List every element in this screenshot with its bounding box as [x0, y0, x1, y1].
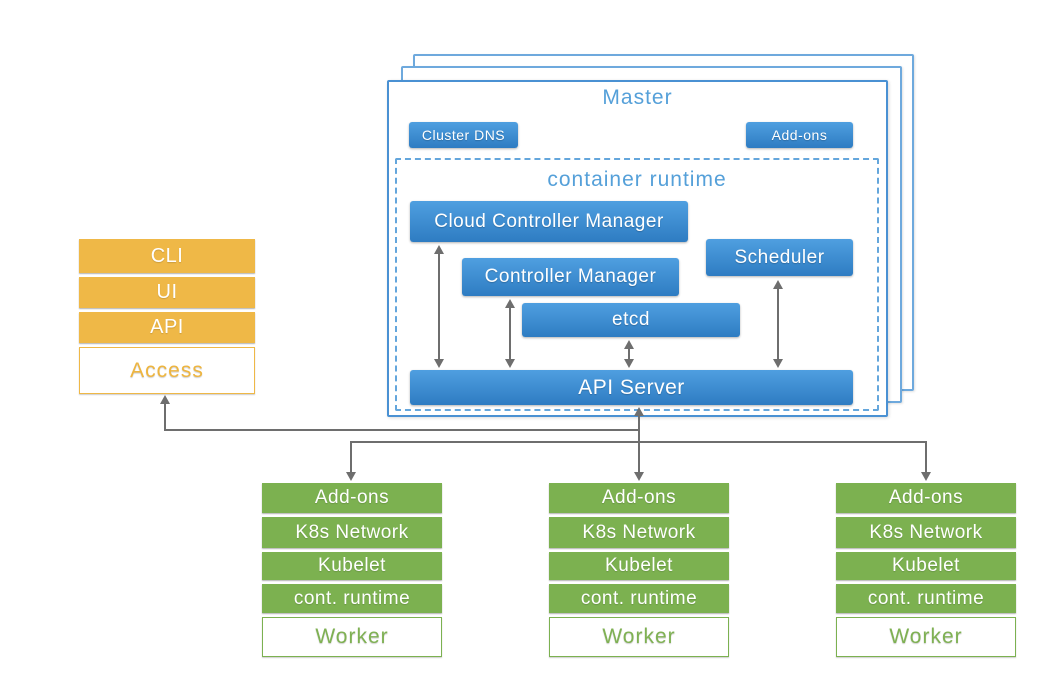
container-runtime-title: container runtime	[547, 168, 727, 191]
worker3-row-k8s-network: K8s Network	[836, 517, 1016, 548]
arrowhead-up-icon	[434, 245, 444, 254]
worker2-row-addons: Add-ons	[549, 483, 729, 513]
connector-line	[350, 443, 352, 472]
access-row-ui: UI	[79, 277, 255, 308]
arrow-line	[628, 347, 630, 359]
arrowhead-down-icon	[505, 359, 515, 368]
worker1-row-cont-runtime: cont. runtime	[262, 584, 442, 613]
connector-line	[350, 441, 927, 443]
worker3-label-box: Worker	[836, 617, 1016, 657]
worker1-row-k8s-network: K8s Network	[262, 517, 442, 548]
worker1-label-box: Worker	[262, 617, 442, 657]
cloud-controller-manager-box: Cloud Controller Manager	[410, 201, 688, 242]
arrowhead-down-icon	[773, 359, 783, 368]
arrow-line	[509, 306, 511, 359]
connector-line	[638, 415, 640, 472]
api-server-box: API Server	[410, 370, 853, 405]
worker2-row-cont-runtime: cont. runtime	[549, 584, 729, 613]
arrowhead-down-icon	[624, 359, 634, 368]
arrowhead-down-icon	[434, 359, 444, 368]
access-label-box: Access	[79, 347, 255, 394]
scheduler-box: Scheduler	[706, 239, 853, 276]
worker3-row-kubelet: Kubelet	[836, 552, 1016, 580]
connector-line	[164, 429, 639, 431]
etcd-box: etcd	[522, 303, 740, 337]
arrowhead-up-icon	[505, 299, 515, 308]
access-row-cli: CLI	[79, 239, 255, 273]
worker1-row-addons: Add-ons	[262, 483, 442, 513]
worker1-row-kubelet: Kubelet	[262, 552, 442, 580]
arrow-line	[777, 287, 779, 359]
addons-box: Add-ons	[746, 122, 853, 148]
master-title: Master	[602, 86, 673, 109]
worker2-row-k8s-network: K8s Network	[549, 517, 729, 548]
worker3-row-addons: Add-ons	[836, 483, 1016, 513]
arrowhead-up-icon	[624, 340, 634, 349]
arrowhead-up-icon	[634, 407, 644, 416]
arrowhead-down-icon	[346, 472, 356, 481]
worker2-label-box: Worker	[549, 617, 729, 657]
cluster-dns-box: Cluster DNS	[409, 122, 518, 148]
access-row-api: API	[79, 312, 255, 343]
arrowhead-up-icon	[773, 280, 783, 289]
arrowhead-down-icon	[921, 472, 931, 481]
arrow-line	[438, 253, 440, 359]
arrowhead-up-icon	[160, 395, 170, 404]
arrowhead-down-icon	[634, 472, 644, 481]
connector-line	[925, 443, 927, 472]
connector-line	[164, 403, 166, 431]
controller-manager-box: Controller Manager	[462, 258, 679, 296]
worker3-row-cont-runtime: cont. runtime	[836, 584, 1016, 613]
worker2-row-kubelet: Kubelet	[549, 552, 729, 580]
